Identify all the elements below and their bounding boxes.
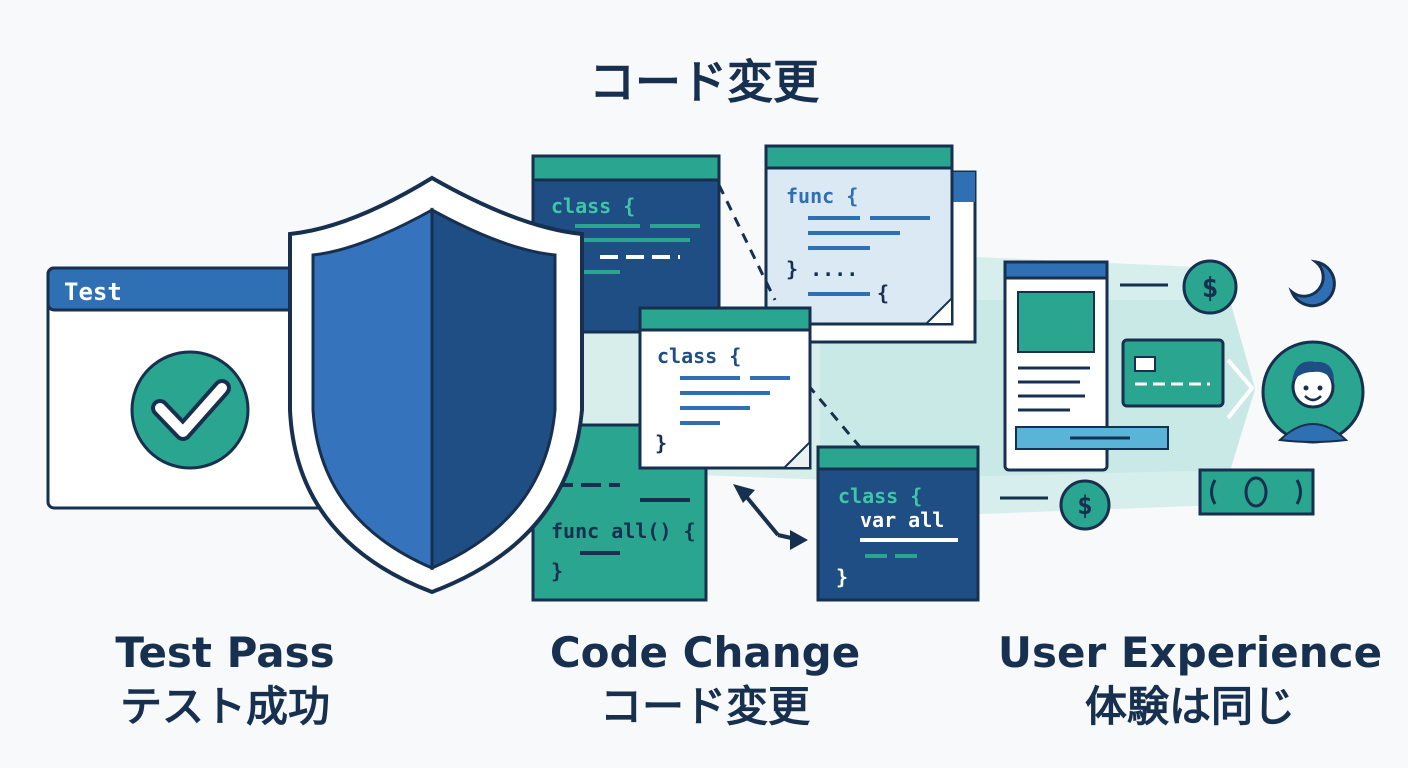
- moon-icon: [1288, 259, 1336, 308]
- code-line-var-all: var all: [860, 508, 944, 532]
- code-line-class: class {: [551, 194, 635, 218]
- user-avatar-icon: [1261, 340, 1365, 444]
- code-line-close-center: }: [655, 431, 667, 455]
- banknote-icon: [1198, 468, 1315, 516]
- dollar-icon: $: [1182, 259, 1238, 315]
- check-icon: [130, 350, 250, 470]
- code-line-func: func {: [786, 184, 858, 208]
- flow-arrow-tip: [1226, 358, 1255, 420]
- code-line-class-bottom: class {: [838, 484, 922, 508]
- shield-icon: [288, 175, 584, 595]
- code-doc-center: class { }: [638, 306, 812, 470]
- code-line-brace: {: [877, 281, 889, 305]
- code-line-class-center: class {: [657, 344, 741, 368]
- svg-text:$: $: [1202, 271, 1219, 304]
- code-line-func-all: func all() {: [551, 519, 696, 543]
- caption-ja: テスト成功: [119, 682, 330, 731]
- page-title: コード変更: [589, 55, 819, 109]
- arrow-icon: [733, 484, 808, 550]
- credit-card-icon: [1121, 338, 1225, 408]
- caption-en: Code Change: [549, 628, 861, 677]
- dashed-connectors: [717, 184, 862, 448]
- caption-en: Test Pass: [115, 628, 335, 677]
- caption-en: User Experience: [997, 628, 1383, 677]
- code-line-ellipsis: } ....: [786, 257, 858, 281]
- code-line-close: }: [551, 559, 563, 583]
- caption-ja: コード変更: [599, 682, 810, 731]
- caption-test-pass: Test Pass テスト成功: [60, 626, 390, 734]
- code-line-close-bottom: }: [836, 565, 848, 589]
- caption-code-change: Code Change コード変更: [520, 626, 890, 734]
- caption-ja: 体験は同じ: [1084, 682, 1295, 731]
- phone-mockup: [1003, 260, 1169, 472]
- svg-text:$: $: [1077, 491, 1093, 521]
- dollar-icon: $: [1059, 479, 1111, 531]
- caption-user-experience: User Experience 体験は同じ: [990, 626, 1390, 734]
- test-window-title: Test: [64, 278, 122, 306]
- code-doc-navy-bottom: class { var all }: [816, 445, 980, 602]
